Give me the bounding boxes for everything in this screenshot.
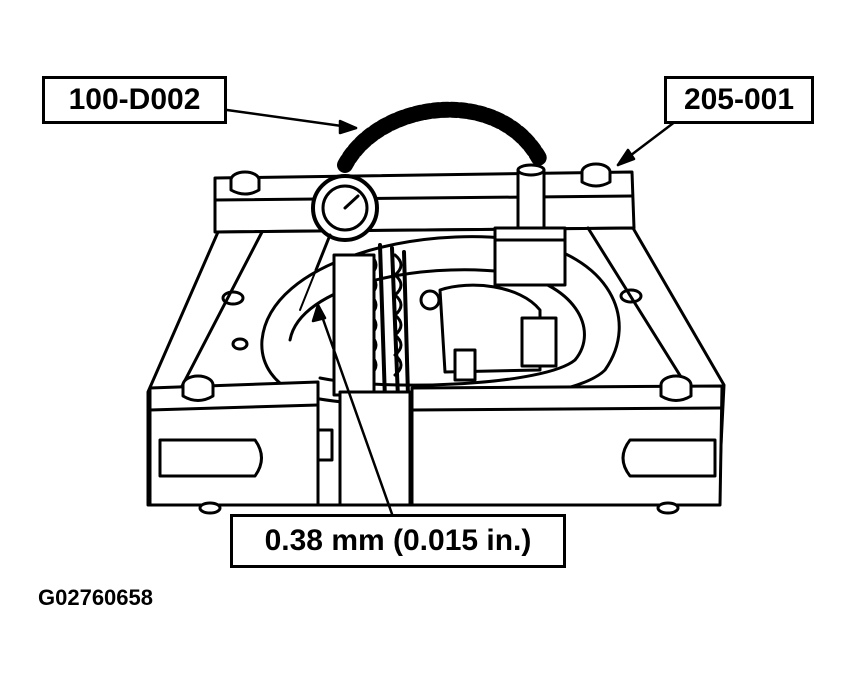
leader-arrows (225, 108, 682, 516)
tool-callout-205-001: 205-001 (664, 76, 814, 124)
center-pillar (338, 390, 412, 507)
bolt-heads (181, 162, 693, 515)
back-crossbeam (213, 170, 636, 234)
indicator-post (493, 163, 567, 287)
figure-id: G02760658 (38, 585, 153, 610)
measurement-callout: 0.38 mm (0.015 in.) (230, 514, 566, 568)
tool-callout-label: 205-001 (683, 83, 795, 116)
measurement-label: 0.38 mm (0.015 in.) (264, 524, 532, 557)
tool-callout-100-d002: 100-D002 (42, 76, 227, 124)
front-right-block (410, 384, 724, 507)
dial-indicator (299, 101, 548, 311)
tool-callout-label: 100-D002 (68, 83, 201, 116)
front-left-block (148, 380, 334, 507)
